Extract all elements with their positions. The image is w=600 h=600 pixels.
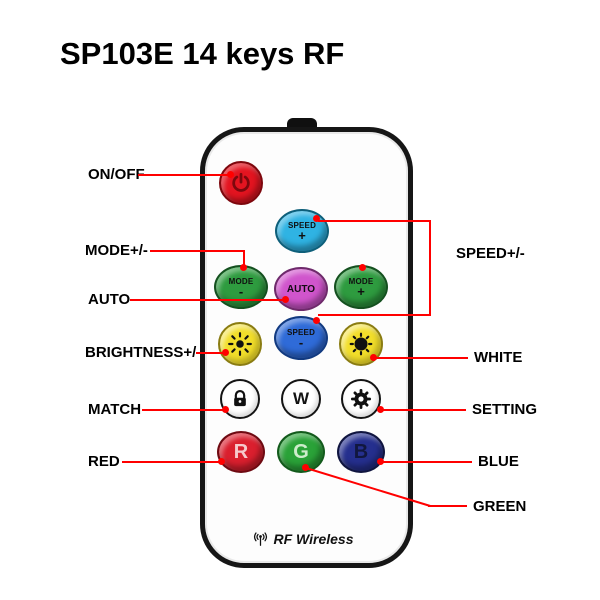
sun-dim-icon <box>349 332 373 356</box>
callout-line-mode <box>150 250 245 252</box>
callout-line-green <box>428 505 467 507</box>
callout-dot-power <box>227 171 234 178</box>
callout-label-mode: MODE+/- <box>85 242 148 259</box>
callout-dot-blue <box>377 458 384 465</box>
callout-line-mode-drop <box>243 250 245 268</box>
match-button <box>220 379 260 419</box>
button-label: SPEED <box>286 328 316 337</box>
button-label: + <box>357 284 365 299</box>
callout-dot-green <box>302 464 309 471</box>
button-label: W <box>292 389 310 408</box>
button-label: G <box>293 440 309 463</box>
callout-label-blue: BLUE <box>478 453 519 470</box>
power-icon <box>232 172 250 192</box>
sun-bright-icon <box>228 332 252 356</box>
button-label: R <box>233 440 249 463</box>
callout-label-match: MATCH <box>88 401 142 418</box>
button-label: SPEED <box>287 221 317 230</box>
callout-dot-mode-minus <box>240 264 247 271</box>
lock-icon <box>234 390 246 407</box>
callout-label-auto: AUTO <box>88 291 131 308</box>
callout-dot-mode-plus <box>359 264 366 271</box>
callout-dot-auto <box>282 296 289 303</box>
speed-plus-button: SPEED + <box>275 209 329 253</box>
callout-line-blue <box>381 461 472 463</box>
button-label: B <box>353 440 369 463</box>
callout-line-setting <box>381 409 466 411</box>
callout-dot-white <box>370 354 377 361</box>
power-button <box>219 161 263 205</box>
callout-line-match <box>142 409 226 411</box>
setting-button <box>341 379 381 419</box>
page-title: SP103E 14 keys RF <box>60 36 345 71</box>
speed-minus-button: SPEED - <box>274 316 328 360</box>
mode-plus-button: MODE + <box>334 265 388 309</box>
green-button: G <box>277 431 325 473</box>
callout-label-red: RED <box>88 453 120 470</box>
button-label: - <box>238 284 244 299</box>
gear-icon <box>351 389 371 409</box>
callout-line-speed-bottom <box>318 314 430 316</box>
callout-label-on-off: ON/OFF <box>88 166 145 183</box>
callout-dot-match <box>222 406 229 413</box>
brand-logo: RF Wireless <box>233 531 373 547</box>
callout-label-setting: SETTING <box>472 401 538 418</box>
callout-line-white <box>374 357 468 359</box>
button-label: MODE <box>228 277 254 286</box>
callout-label-speed: SPEED+/- <box>456 245 525 262</box>
callout-line-on-off <box>138 174 230 176</box>
callout-dot-speed-plus <box>313 215 320 222</box>
white-button: W <box>281 379 321 419</box>
callout-line-speed-bracket <box>429 220 431 316</box>
callout-label-green: GREEN <box>473 498 527 515</box>
button-label: - <box>298 335 304 350</box>
callout-label-white: WHITE <box>474 349 523 366</box>
antenna-icon <box>254 532 268 546</box>
callout-line-brightness <box>196 352 226 354</box>
brand-text: RF Wireless <box>273 531 354 547</box>
button-label: AUTO <box>286 283 316 295</box>
callout-label-brightness: BRIGHTNESS+/- <box>85 344 202 361</box>
button-label: + <box>298 228 306 243</box>
blue-button: B <box>337 431 385 473</box>
mode-minus-button: MODE - <box>214 265 268 309</box>
callout-dot-red <box>218 458 225 465</box>
callout-dot-speed-minus <box>313 317 320 324</box>
callout-dot-setting <box>377 406 384 413</box>
red-button: R <box>217 431 265 473</box>
callout-line-auto <box>130 299 285 301</box>
callout-line-speed-top <box>318 220 430 222</box>
brightness-up-button <box>218 322 262 366</box>
auto-button: AUTO <box>274 267 328 311</box>
button-label: MODE <box>348 277 374 286</box>
callout-line-red <box>122 461 222 463</box>
callout-dot-brightness <box>222 349 229 356</box>
